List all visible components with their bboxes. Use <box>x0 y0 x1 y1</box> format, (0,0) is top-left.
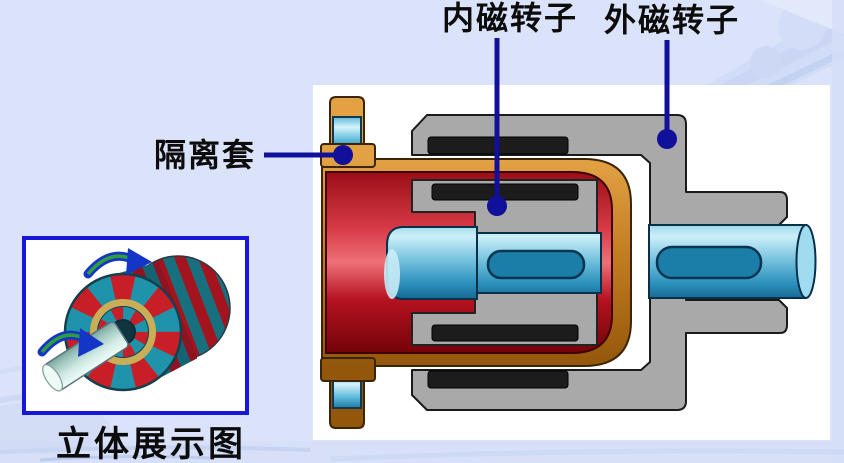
driven-shaft-hub <box>386 226 478 300</box>
shaft-end-highlight <box>384 249 400 299</box>
driven-shaft-keyway <box>486 249 586 280</box>
magnet-cylinder-3d <box>42 255 231 392</box>
rotation-arrow-top-icon <box>83 248 152 279</box>
watermark-right-strip <box>832 0 844 463</box>
rotation-arrow-shaft-icon <box>37 328 104 357</box>
inset-caption: 立体展示图 <box>56 425 247 463</box>
inner-magnet-segments <box>98 307 148 357</box>
leader-dot-inner-rotor <box>487 196 507 216</box>
watermark-bottom-strip <box>0 441 844 463</box>
drive-shaft-end-cap <box>795 224 817 299</box>
inner-magnet-top <box>431 183 579 201</box>
outer-rotor-housing <box>411 114 788 411</box>
leader-lines <box>264 38 670 200</box>
inset-3d-box <box>22 236 249 415</box>
drive-shaft <box>648 224 817 299</box>
shaft-3d <box>42 321 129 392</box>
label-outer-magnetic-rotor: 外磁转子 <box>604 2 741 38</box>
outer-magnet-segments <box>65 274 181 390</box>
containment-ring-gold <box>90 299 156 365</box>
inner-magnet-bottom <box>431 324 579 342</box>
label-inner-magnetic-rotor: 内磁转子 <box>442 0 579 36</box>
driven-shaft <box>384 226 602 300</box>
outer-magnet-bottom <box>427 370 569 389</box>
leader-dots <box>333 129 677 216</box>
leader-dot-outer-rotor <box>657 129 677 149</box>
drive-shaft-keyway <box>655 245 763 280</box>
inset-3d-render <box>37 248 231 392</box>
leader-dot-isolation-sleeve <box>333 145 353 165</box>
label-isolation-sleeve: 隔离套 <box>154 137 257 173</box>
flange-collar-bottom <box>320 357 376 382</box>
